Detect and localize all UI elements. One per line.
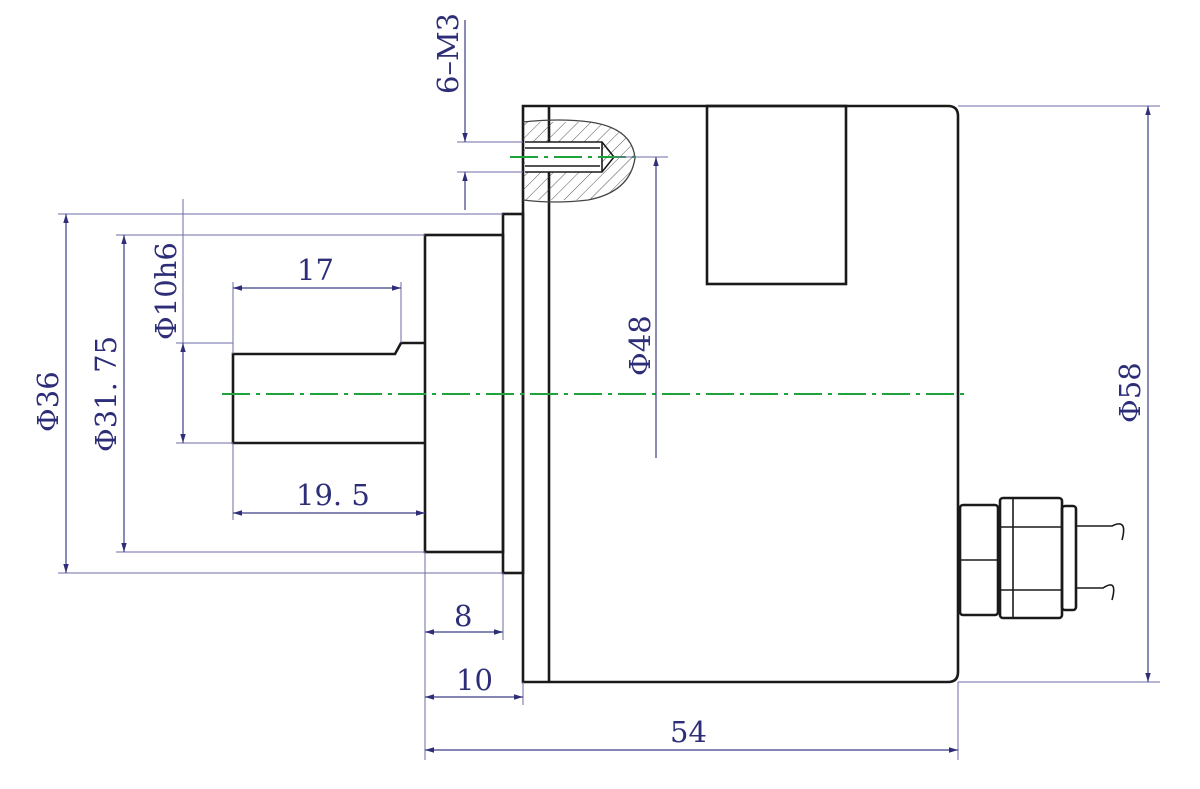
- label-dia-48: Φ48: [623, 315, 657, 376]
- label-17: 17: [297, 253, 334, 287]
- body-outline: [521, 104, 960, 684]
- label-19-5: 19. 5: [296, 478, 370, 512]
- label-dia-10h6: Φ10h6: [149, 242, 183, 340]
- shaft-outline: [231, 341, 425, 445]
- extension-lines: [58, 105, 1160, 760]
- cable-gland: [958, 496, 1125, 620]
- label-10: 10: [456, 663, 493, 697]
- connector-recess: [705, 104, 848, 286]
- dimension-labels: 6–M3 Φ36 Φ31. 75 Φ10h6 Φ48 Φ58 17 19. 5 …: [31, 13, 1147, 749]
- gland-nut-2: [998, 496, 1064, 620]
- label-8: 8: [454, 599, 472, 633]
- label-thread-callout: 6–M3: [431, 13, 465, 94]
- gland-cap: [1060, 504, 1078, 612]
- tapped-hole-section: [522, 119, 636, 203]
- label-dia-36: Φ36: [31, 371, 65, 432]
- cable: [1076, 523, 1125, 601]
- label-54: 54: [670, 715, 707, 749]
- dimension-lines: [63, 20, 1151, 753]
- label-dia-31-75: Φ31. 75: [89, 336, 123, 452]
- shaft: [231, 341, 425, 445]
- label-dia-58: Φ58: [1113, 362, 1147, 423]
